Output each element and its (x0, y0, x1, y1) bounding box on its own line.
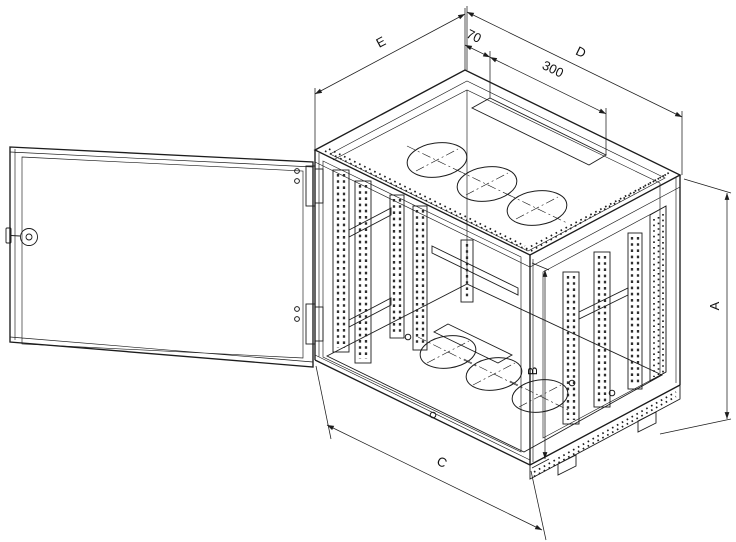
dimension-A: A (659, 178, 732, 435)
hinge-screw (294, 316, 300, 322)
shell-outer-edges (314, 150, 681, 466)
top-cable-cutout (471, 97, 607, 166)
hinge-bottom-leaf (314, 306, 324, 342)
bottom-fan-center-marks (417, 336, 571, 412)
rack-rail-7 (627, 232, 643, 390)
extension-lines-D (466, 6, 683, 175)
top-fan-hole-1 (406, 142, 468, 178)
top-fan-hole-3 (506, 190, 568, 226)
rack-rail-6 (593, 251, 611, 408)
foot-1 (557, 454, 577, 476)
extension-lines-E (314, 8, 466, 150)
hinge-screw (294, 306, 300, 312)
rack-rail-8 (460, 239, 474, 303)
rack-rail-hole-rows (336, 174, 640, 420)
extension-lines-B (531, 262, 550, 469)
bottom-cable-slot (433, 323, 513, 364)
shell-edge-doubles (314, 153, 681, 462)
dimension-label-C: C (434, 453, 449, 471)
dimension-label-300: 300 (540, 57, 566, 80)
interior-wall-edges (332, 89, 661, 373)
front-frame-inner (322, 160, 522, 453)
dimension-C: C (315, 365, 547, 541)
hinge-screw (294, 168, 300, 174)
side-vent-strip-outline (649, 205, 667, 382)
dimension-line-D (466, 11, 683, 118)
bottom-fan-hole-1 (419, 335, 477, 369)
dimension-label-A: A (707, 301, 722, 310)
dimension-line-E (314, 13, 466, 95)
side-vent-strip-holes (653, 214, 664, 377)
top-panel-outline (313, 69, 682, 256)
lock-ring (20, 228, 38, 246)
dimension-label-D: D (573, 43, 588, 61)
dimension-line-70 (464, 44, 491, 58)
plinth-vent-holes (533, 391, 677, 478)
right-side-panel (542, 205, 667, 439)
bottom-panel-outline (325, 283, 663, 453)
door-outline (9, 146, 314, 368)
side-panel-inner-border (542, 205, 667, 439)
dimension-line-C (326, 424, 543, 531)
dimension-D: D (466, 6, 683, 175)
top-panel (313, 69, 682, 256)
rack-rail-2 (354, 180, 372, 364)
rack-rail-1 (332, 169, 350, 353)
top-panel-inner-bevel (329, 80, 666, 252)
hinge-screw (294, 178, 300, 184)
lock-handle-shaft (10, 235, 21, 237)
depth-crossbars (348, 207, 629, 328)
door-inner-lines (9, 149, 314, 363)
cabinet-shell (314, 150, 681, 466)
bottom-fan-hole-2 (465, 357, 523, 391)
bottom-screw-hole (404, 333, 412, 341)
dimension-70: 70 (464, 26, 491, 98)
hinges (305, 165, 324, 345)
top-fan-center-marks (406, 145, 568, 224)
cabinet-interior (325, 89, 663, 453)
lock-cylinder (25, 233, 33, 241)
top-fan-hole-2 (456, 166, 518, 202)
rack-rail-4 (412, 205, 428, 351)
extension-lines-C (315, 365, 547, 541)
extension-lines-A (659, 178, 732, 435)
front-door-open (5, 146, 314, 368)
top-vent-strips (324, 148, 673, 252)
bottom-fan-hole-3 (511, 379, 569, 413)
dimensions: E 70 300 D A (314, 6, 732, 541)
rack-rail-3 (389, 194, 405, 339)
dimension-label-B: B (525, 367, 540, 376)
dimension-B: B (525, 262, 550, 469)
rack-rail-5 (562, 271, 580, 425)
drawing-root: E 70 300 D A (5, 6, 732, 541)
dimension-label-E: E (374, 33, 389, 50)
dimension-E: E (314, 8, 466, 150)
door-lock (5, 227, 38, 246)
hinge-top-leaf (314, 168, 324, 204)
bottom-screw-hole (608, 389, 616, 397)
lock-handle-grip (5, 227, 12, 244)
foot-2 (637, 411, 657, 433)
